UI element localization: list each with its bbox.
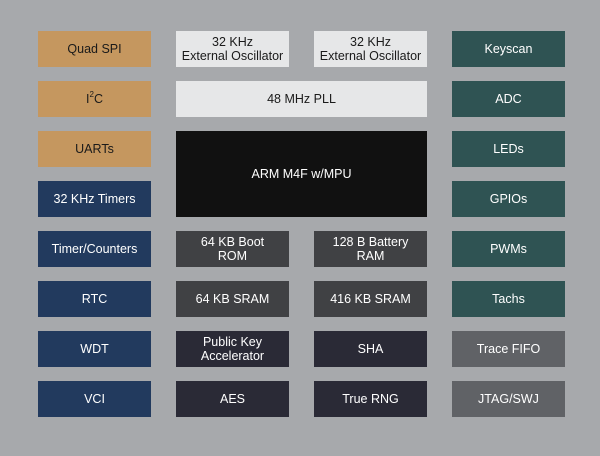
- aes-label: AES: [219, 392, 245, 406]
- timer-counters-block: Timer/Counters: [38, 231, 151, 267]
- leds-block: LEDs: [452, 131, 565, 167]
- i2c-base: I: [86, 92, 90, 106]
- i2c-rest: C: [93, 92, 103, 106]
- quad-spi-label: Quad SPI: [67, 42, 122, 56]
- keyscan-label: Keyscan: [484, 42, 533, 56]
- vci-label: VCI: [84, 392, 105, 406]
- trace-fifo-block: Trace FIFO: [452, 331, 565, 367]
- rtc-block: RTC: [38, 281, 151, 317]
- pll-block: 48 MHz PLL: [176, 81, 427, 117]
- oscillator-1-label: 32 KHz External Oscillator: [181, 35, 284, 63]
- boot-rom-block: 64 KB Boot ROM: [176, 231, 289, 267]
- pwms-block: PWMs: [452, 231, 565, 267]
- quad-spi-block: Quad SPI: [38, 31, 151, 67]
- jtag-swj-label: JTAG/SWJ: [478, 392, 539, 406]
- rng-label: True RNG: [342, 392, 399, 406]
- rng-block: True RNG: [314, 381, 427, 417]
- sha-block: SHA: [314, 331, 427, 367]
- leds-label: LEDs: [493, 142, 524, 156]
- timer-counters-label: Timer/Counters: [51, 242, 138, 256]
- sram-64-block: 64 KB SRAM: [176, 281, 289, 317]
- sram-64-label: 64 KB SRAM: [195, 292, 270, 306]
- battery-ram-block: 128 B Battery RAM: [314, 231, 427, 267]
- oscillator-2-block: 32 KHz External Oscillator: [314, 31, 427, 67]
- sha-label: SHA: [357, 342, 384, 356]
- aes-block: AES: [176, 381, 289, 417]
- tachs-label: Tachs: [492, 292, 525, 306]
- jtag-swj-block: JTAG/SWJ: [452, 381, 565, 417]
- pll-label: 48 MHz PLL: [267, 92, 336, 106]
- keyscan-block: Keyscan: [452, 31, 565, 67]
- wdt-label: WDT: [80, 342, 109, 356]
- uarts-label: UARTs: [75, 142, 114, 156]
- sram-416-block: 416 KB SRAM: [314, 281, 427, 317]
- adc-block: ADC: [452, 81, 565, 117]
- gpios-label: GPIOs: [489, 192, 528, 206]
- oscillator-2-label: 32 KHz External Oscillator: [319, 35, 422, 63]
- timers-32khz-block: 32 KHz Timers: [38, 181, 151, 217]
- cpu-label: ARM M4F w/MPU: [251, 167, 352, 181]
- pwms-label: PWMs: [490, 242, 527, 256]
- i2c-label: I2C: [86, 89, 103, 106]
- i2c-sup: 2: [89, 89, 94, 99]
- gpios-block: GPIOs: [452, 181, 565, 217]
- i2c-block: I2C: [38, 81, 151, 117]
- rtc-label: RTC: [81, 292, 108, 306]
- tachs-block: Tachs: [452, 281, 565, 317]
- vci-block: VCI: [38, 381, 151, 417]
- oscillator-1-block: 32 KHz External Oscillator: [176, 31, 289, 67]
- trace-fifo-label: Trace FIFO: [476, 342, 541, 356]
- pka-label: Public Key Accelerator: [200, 335, 265, 363]
- battery-ram-label: 128 B Battery RAM: [332, 235, 409, 263]
- adc-label: ADC: [495, 92, 522, 106]
- cpu-block: ARM M4F w/MPU: [176, 131, 427, 217]
- pka-block: Public Key Accelerator: [176, 331, 289, 367]
- wdt-block: WDT: [38, 331, 151, 367]
- uarts-block: UARTs: [38, 131, 151, 167]
- sram-416-label: 416 KB SRAM: [330, 292, 411, 306]
- timers-32khz-label: 32 KHz Timers: [53, 192, 136, 206]
- boot-rom-label: 64 KB Boot ROM: [200, 235, 265, 263]
